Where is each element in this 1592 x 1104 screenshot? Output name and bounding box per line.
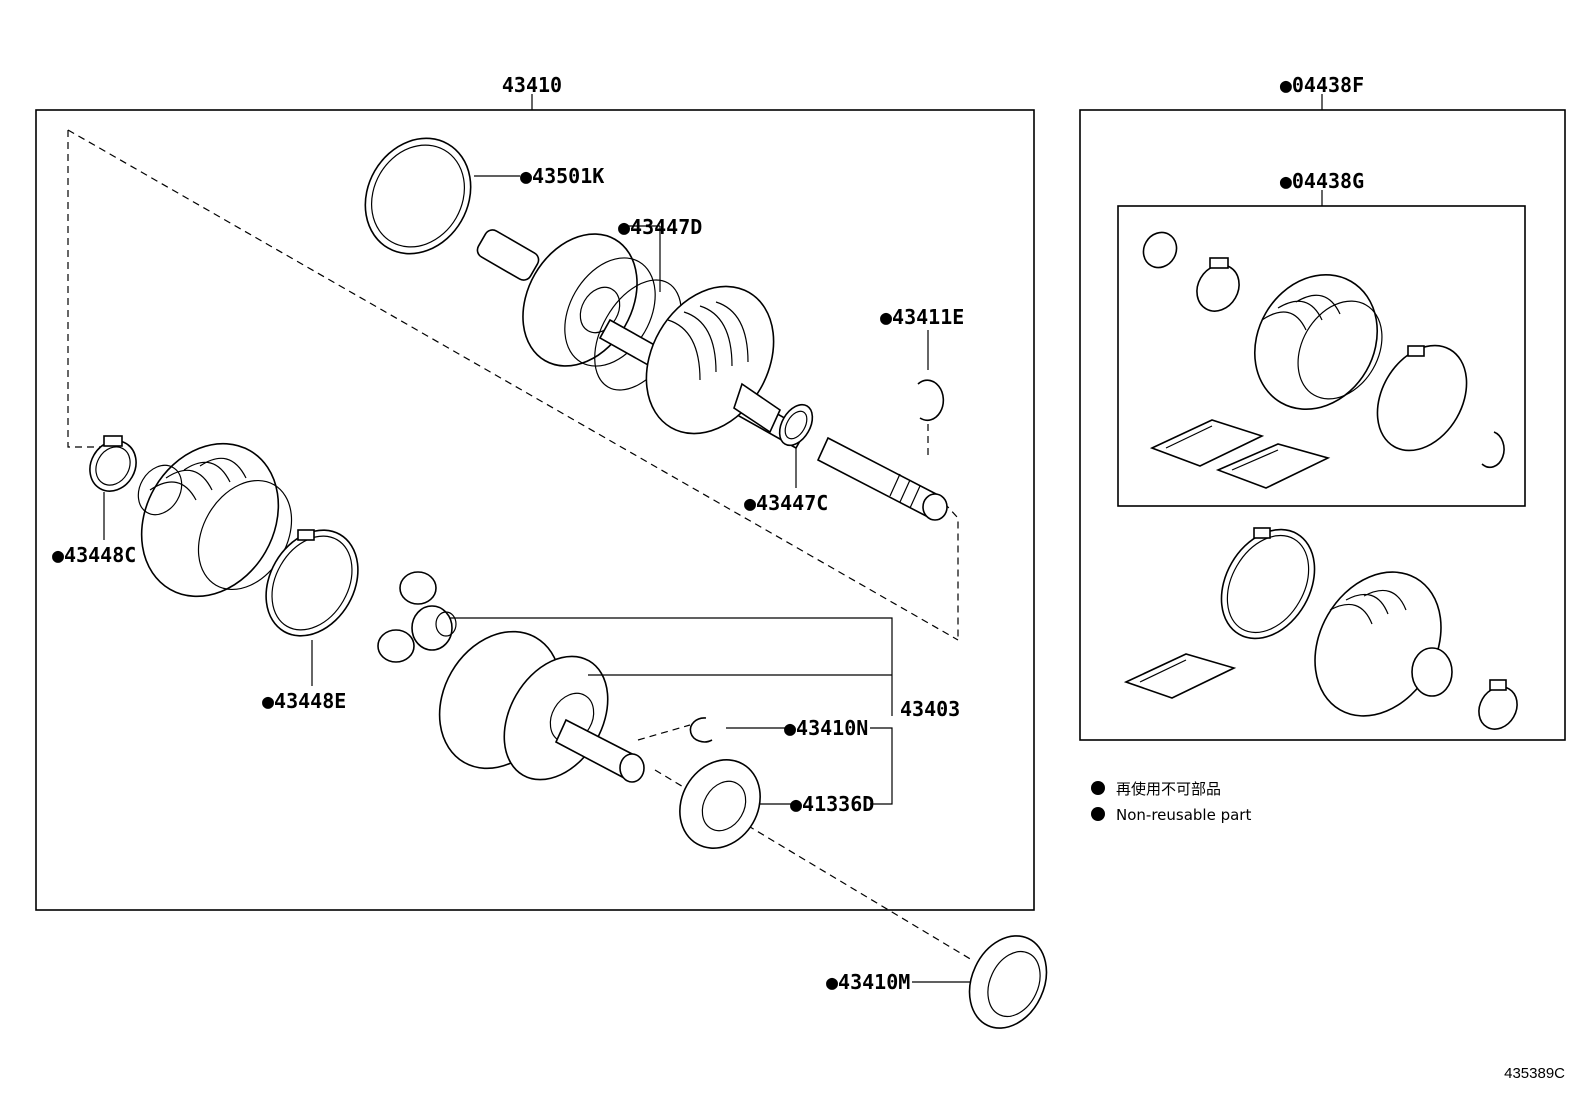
- dashed-guide-right: [935, 493, 959, 640]
- label-43448E: ●43448E: [262, 689, 346, 713]
- label-43410M: ●43410M: [826, 970, 910, 994]
- kit-grease-pack-2-icon: [1215, 443, 1331, 489]
- legend: 再使用不可部品 Non-reusable part: [1091, 780, 1251, 824]
- oil-seal-43410M-icon: [968, 935, 1048, 1029]
- dashed-guide-diagonal: [67, 129, 959, 641]
- tripod-spider-icon: [377, 571, 457, 663]
- kit-band-large-icon: [1376, 344, 1468, 452]
- kit-clamp-small-icon: [1196, 257, 1240, 312]
- label-43447C: ●43447C: [744, 491, 828, 515]
- washer-41336D-icon: [679, 759, 761, 849]
- ring-43501K-icon: [364, 137, 472, 255]
- reference-code: 435389C: [1504, 1065, 1565, 1082]
- kit-boot-lower-icon: [1314, 571, 1453, 717]
- label-kit-inner: ●04438G: [1280, 169, 1364, 193]
- label-41336D: ●41336D: [790, 792, 874, 816]
- legend-line-jp: 再使用不可部品: [1116, 780, 1221, 798]
- label-kit-outer: ●04438F: [1280, 73, 1364, 97]
- band-43448E-icon: [265, 529, 359, 637]
- kit-grease-pack-3-icon: [1123, 653, 1237, 699]
- label-43501K: ●43501K: [520, 164, 604, 188]
- kit-grease-pack-1-icon: [1149, 419, 1265, 467]
- legend-bullet-icon: [1091, 807, 1105, 821]
- kit-small-ring-icon: [1142, 231, 1178, 269]
- kit-clamp-lower-icon: [1478, 679, 1518, 730]
- main-assembly-frame: [35, 109, 1035, 911]
- outboard-axle-assembly-icon: [476, 229, 808, 450]
- boot-left-icon: [137, 442, 293, 598]
- label-43410N: ●43410N: [784, 716, 868, 740]
- legend-bullet-icon: [1091, 781, 1105, 795]
- inboard-joint-housing-icon: [438, 630, 645, 783]
- dashed-guide-left: [67, 130, 100, 448]
- clamp-43447C-icon: [778, 403, 814, 447]
- kit-boot-upper-icon: [1253, 273, 1383, 411]
- inner-shaft-icon: [816, 436, 948, 521]
- label-43448C: ●43448C: [52, 543, 136, 567]
- label-main-assembly: 43410: [502, 73, 562, 97]
- kit-band-lower-icon: [1220, 527, 1316, 640]
- clamp-43448C-icon: [89, 435, 137, 492]
- snap-ring-43411E-icon: [917, 379, 945, 421]
- kit-snap-ring-icon: [1481, 431, 1505, 469]
- snap-ring-43410N-icon: [689, 717, 713, 743]
- label-43403: 43403: [900, 697, 960, 721]
- legend-line-en: Non-reusable part: [1116, 806, 1251, 824]
- label-43447D: ●43447D: [618, 215, 702, 239]
- label-43411E: ●43411E: [880, 305, 964, 329]
